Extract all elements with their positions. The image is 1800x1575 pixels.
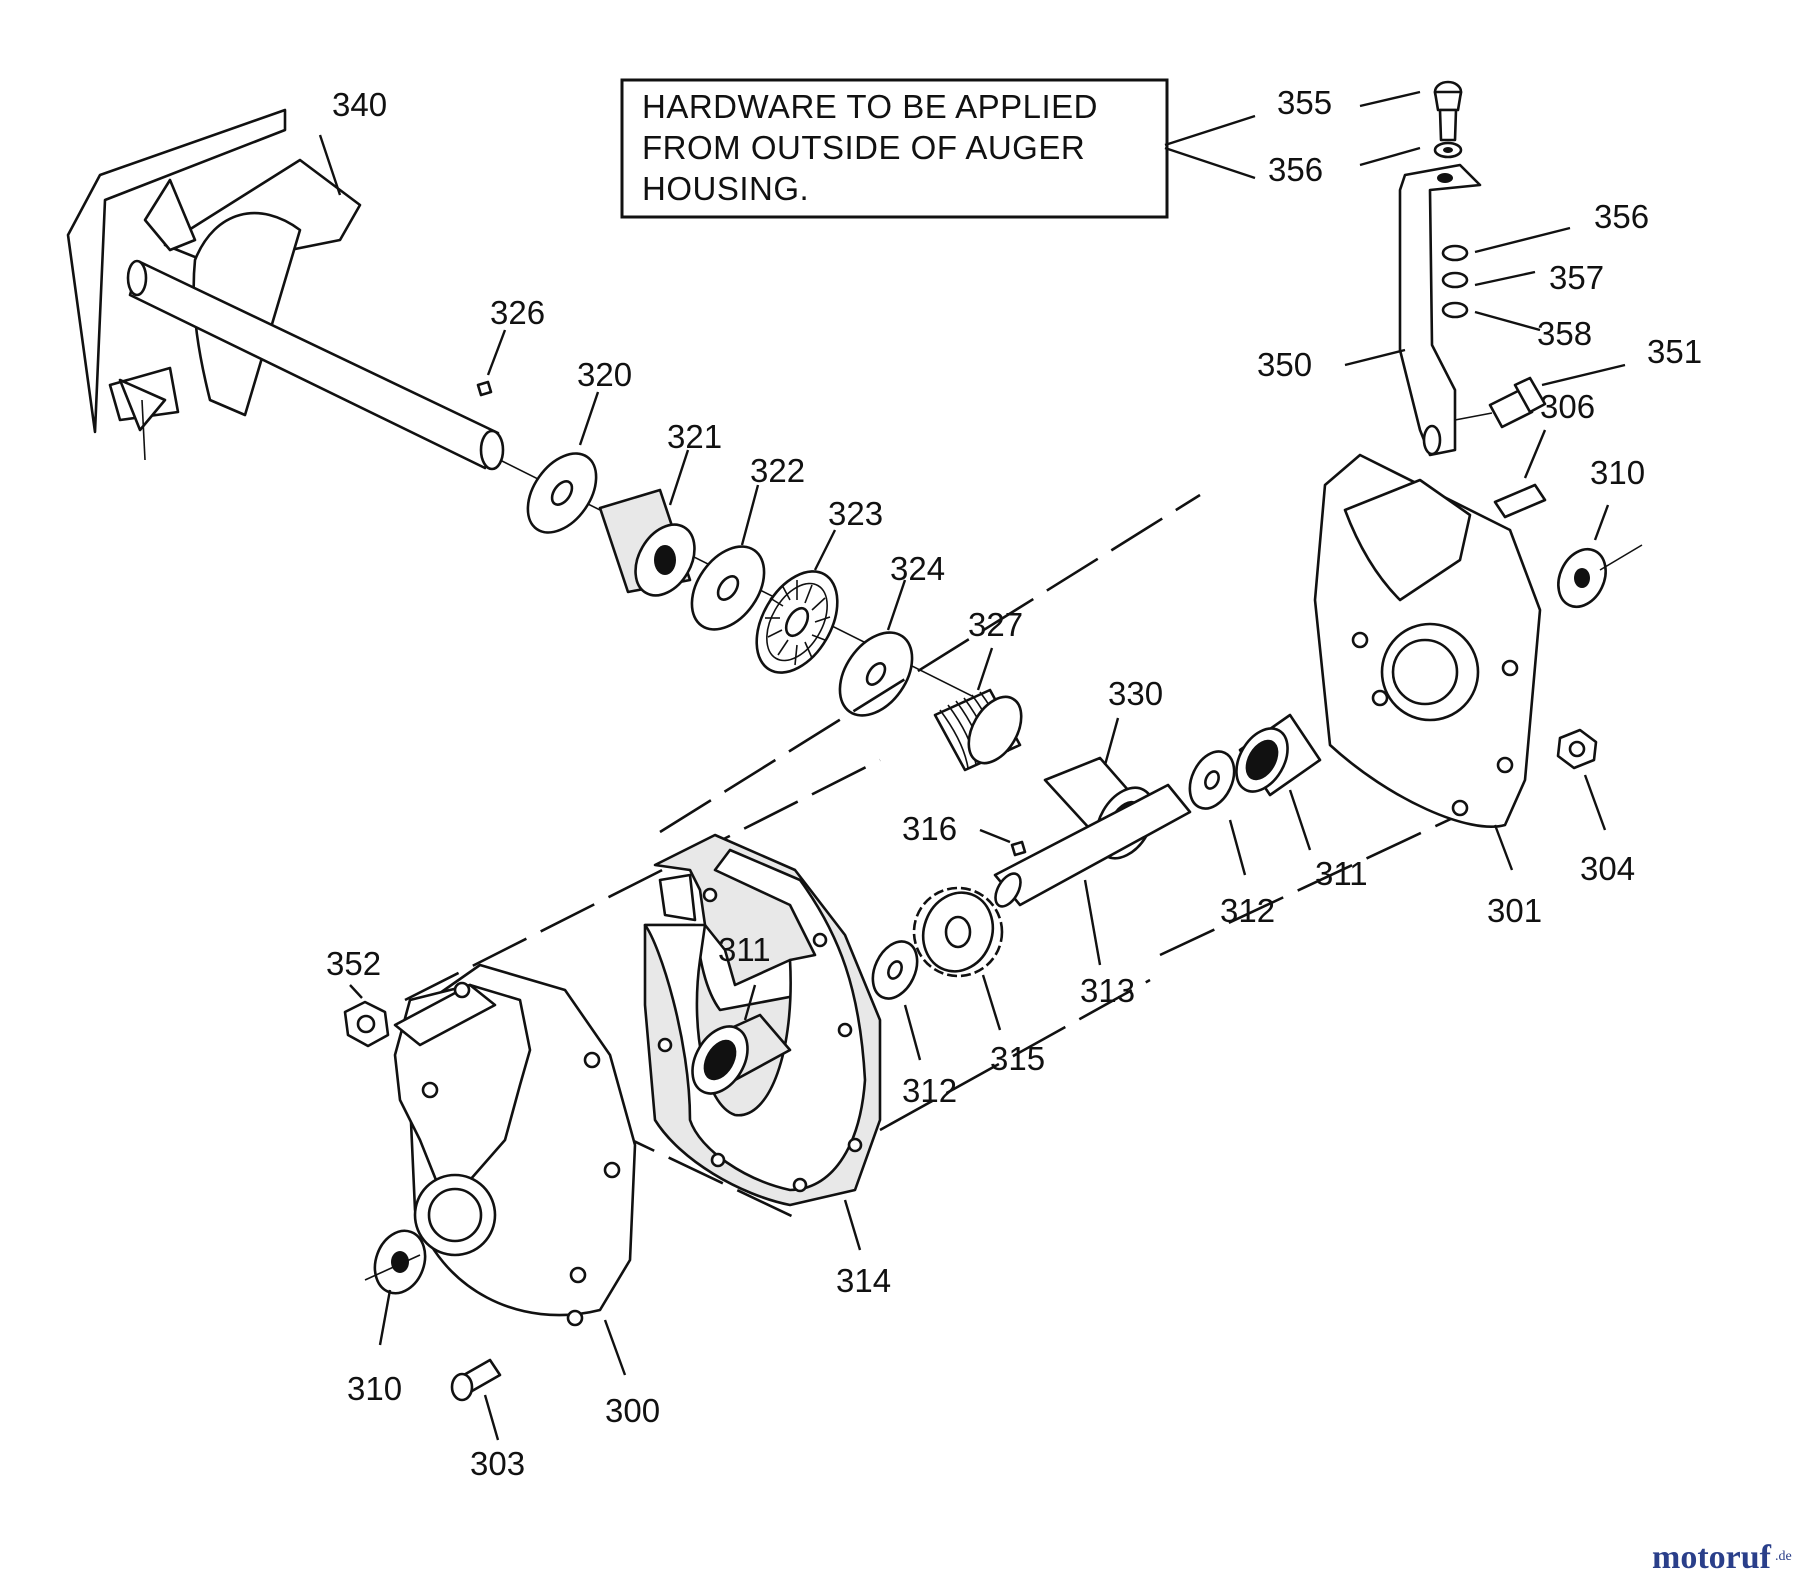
- label-311-upper: 311: [1315, 855, 1368, 892]
- label-322: 322: [750, 452, 805, 489]
- worm-gear-327: [933, 647, 1023, 772]
- label-356-top: 356: [1268, 151, 1323, 188]
- setscrew-351: [1454, 363, 1626, 429]
- washer-324: [838, 579, 914, 717]
- label-312-upper: 312: [1220, 892, 1275, 929]
- housing-300: [393, 963, 637, 1376]
- label-300: 300: [605, 1392, 660, 1429]
- gear-315: [912, 886, 1004, 1031]
- bolt-303: [450, 1358, 502, 1441]
- label-316: 316: [902, 810, 957, 847]
- bolt-355: [1359, 80, 1463, 142]
- hardware-note: HARDWARE TO BE APPLIED FROM OUTSIDE OF A…: [620, 78, 1256, 219]
- note-line-2: FROM OUTSIDE OF AUGER: [642, 129, 1085, 166]
- bushing-310-left: [364, 1229, 427, 1346]
- shaft-313: [993, 783, 1192, 966]
- label-301: 301: [1487, 892, 1542, 929]
- bearing-311-lower: [691, 984, 792, 1095]
- pin-316: [1010, 840, 1027, 857]
- washer-322: [690, 484, 766, 631]
- label-313: 313: [1080, 972, 1135, 1009]
- label-314: 314: [836, 1262, 891, 1299]
- label-311-lower: 311: [718, 931, 771, 968]
- label-326: 326: [490, 294, 545, 331]
- watermark-brand: motoruf: [1652, 1539, 1772, 1575]
- label-352: 352: [326, 945, 381, 982]
- label-320: 320: [577, 356, 632, 393]
- label-330: 330: [1108, 675, 1163, 712]
- thrust-bearing-323: [755, 529, 839, 674]
- bushing-310-right: [1557, 504, 1643, 609]
- nut-304: [1556, 728, 1607, 831]
- label-310-left: 310: [347, 1370, 402, 1407]
- washer-320: [526, 391, 600, 534]
- label-304: 304: [1580, 850, 1635, 887]
- housing-301: [1313, 453, 1542, 871]
- bearing-321: [598, 449, 696, 597]
- label-357: 357: [1549, 259, 1604, 296]
- clevis-pin-326: [476, 380, 493, 397]
- label-324: 324: [890, 550, 945, 587]
- label-315: 315: [990, 1040, 1045, 1077]
- label-312-lower: 312: [902, 1072, 957, 1109]
- nut-352: [343, 984, 390, 1048]
- washer-356-top: [1359, 141, 1463, 167]
- label-355: 355: [1277, 84, 1332, 121]
- bearing-311-upper: [1235, 713, 1322, 851]
- label-310-right: 310: [1590, 454, 1645, 491]
- label-306: 306: [1540, 388, 1595, 425]
- setscrew-306: [1493, 429, 1547, 519]
- label-356: 356: [1594, 198, 1649, 235]
- label-303: 303: [470, 1445, 525, 1482]
- note-line-1: HARDWARE TO BE APPLIED: [642, 88, 1098, 125]
- label-327: 327: [968, 606, 1023, 643]
- stacked-hardware-356-358: [1441, 226, 1571, 332]
- label-321: 321: [667, 418, 722, 455]
- label-340: 340: [332, 86, 387, 123]
- label-351: 351: [1647, 333, 1702, 370]
- watermark-tld: .de: [1775, 1549, 1792, 1564]
- label-358: 358: [1537, 315, 1592, 352]
- label-323: 323: [828, 495, 883, 532]
- label-350: 350: [1257, 346, 1312, 383]
- note-line-3: HOUSING.: [642, 170, 809, 207]
- washer-312-upper: [1188, 750, 1247, 876]
- washer-312-lower: [871, 940, 922, 1061]
- bracket-350: [1344, 163, 1482, 457]
- auger-assembly: [66, 108, 505, 471]
